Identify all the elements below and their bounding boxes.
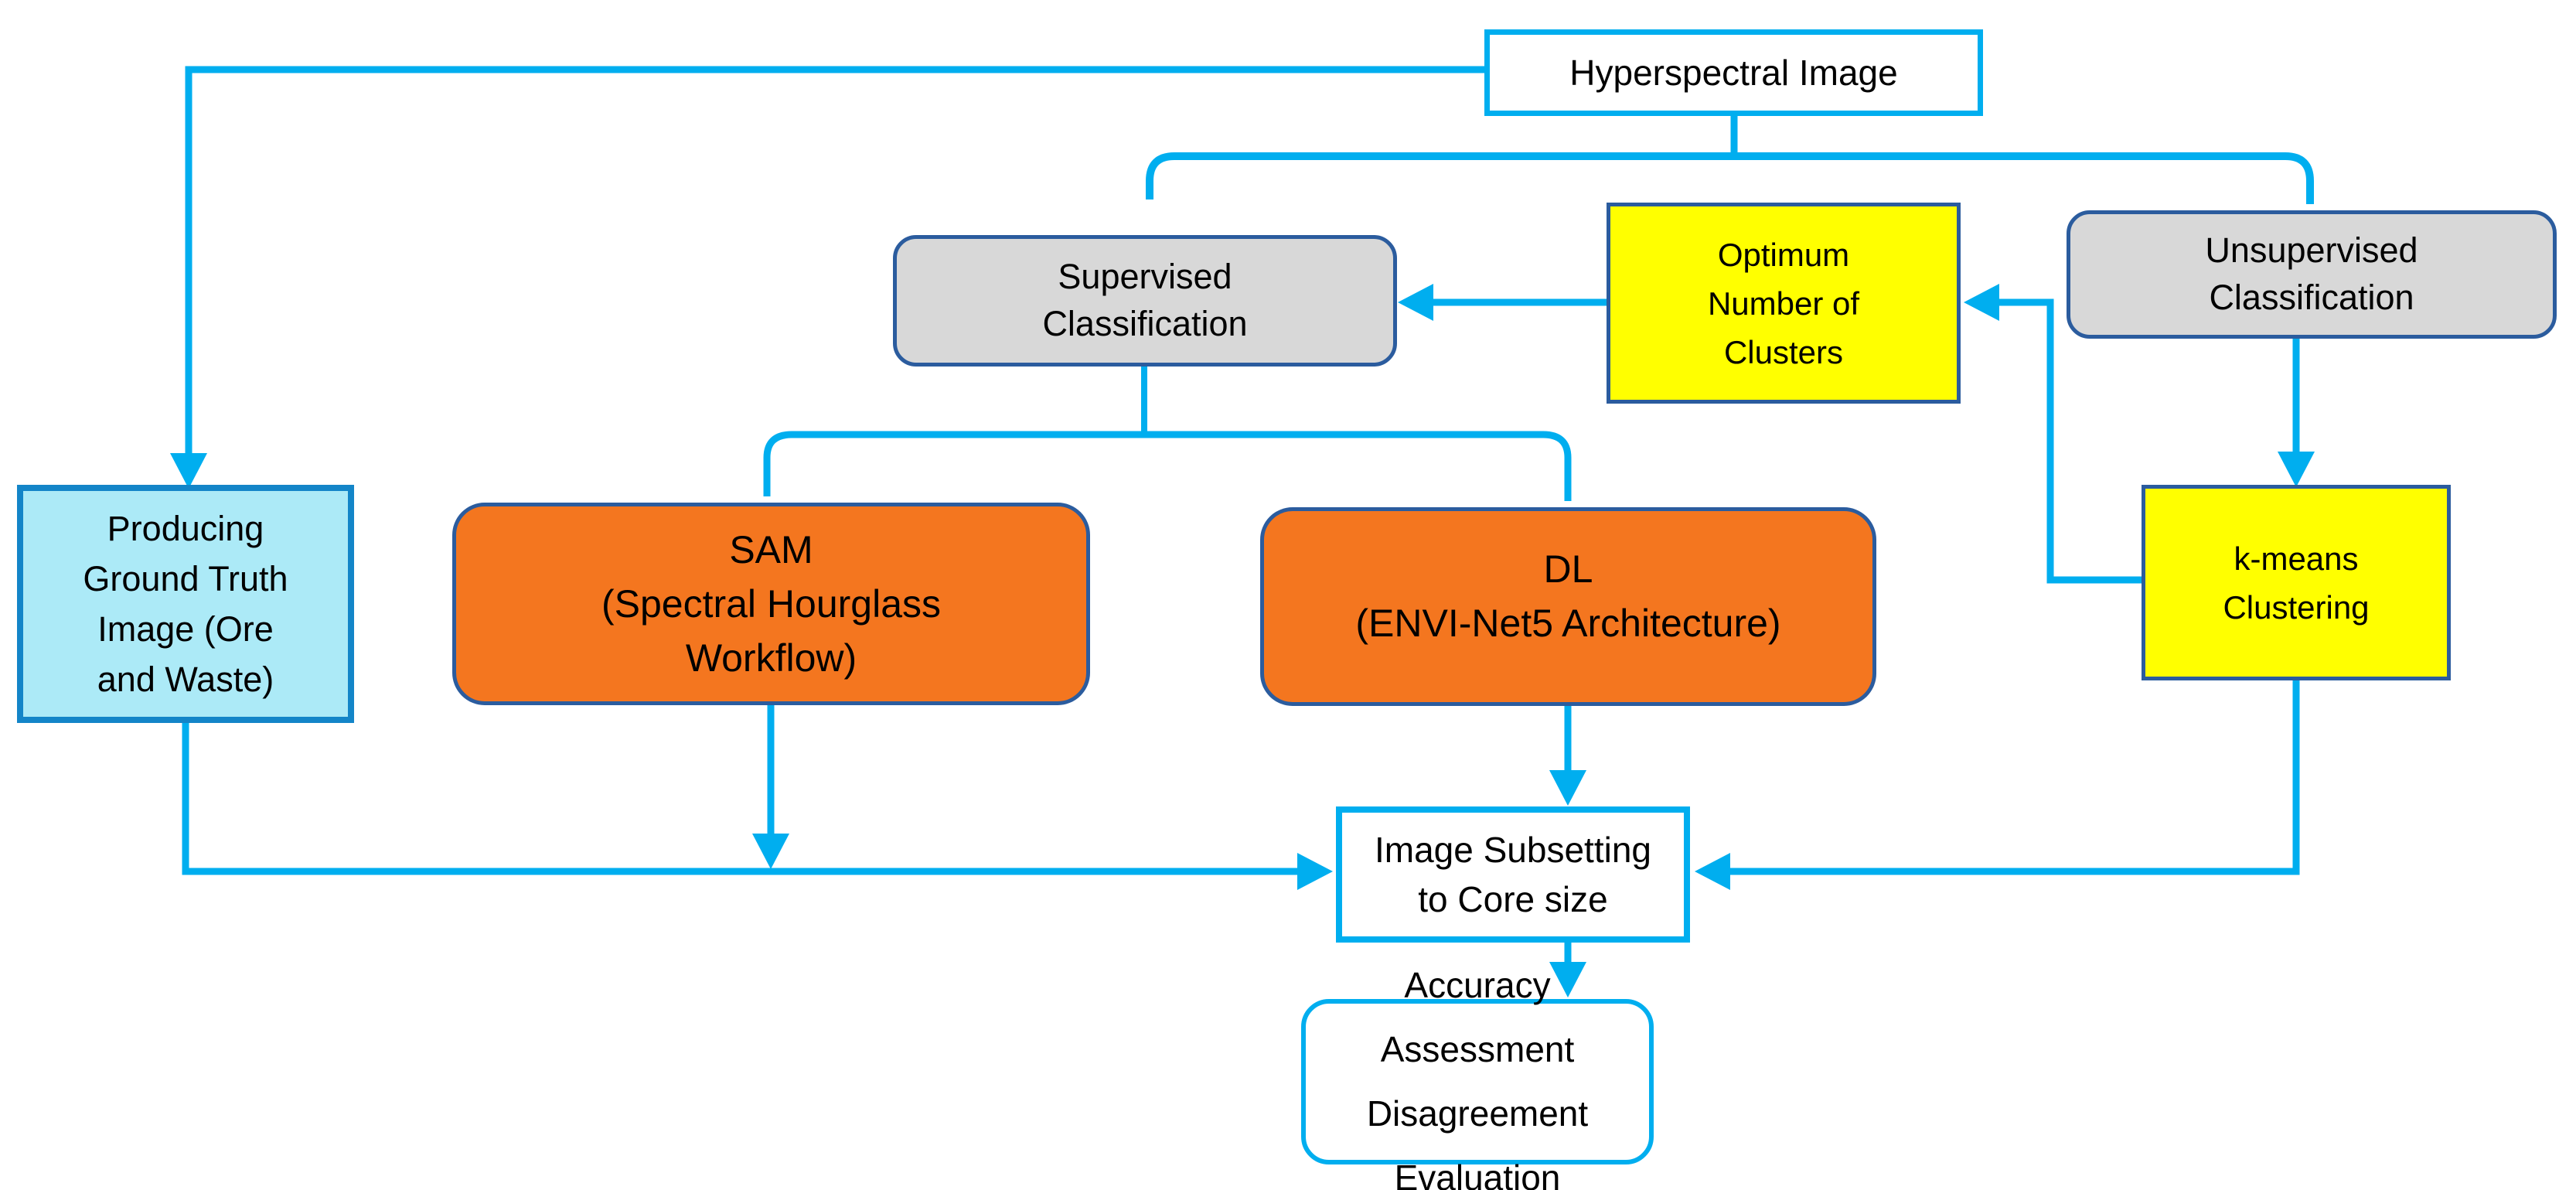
node-supervised-classification: Supervised Classification [893, 235, 1397, 367]
arrowhead-subsetting-top [1549, 770, 1586, 806]
arrowhead-subsetting-right [1695, 853, 1730, 890]
arrowhead-sam-line [752, 834, 789, 869]
node-image-subsetting: Image Subsetting to Core size [1336, 806, 1690, 943]
arrowhead-ground-truth [170, 453, 207, 489]
edge-hyperspectral-fork [1146, 152, 2314, 204]
edge-kmeans-to-subsetting [1712, 680, 2300, 875]
edge-ground-truth-to-subsetting [182, 723, 1314, 875]
arrowhead-supervised [1398, 284, 1433, 321]
arrowhead-kmeans [2278, 452, 2315, 487]
node-dl-envi-net5: DL (ENVI-Net5 Architecture) [1260, 507, 1876, 706]
node-kmeans-clustering: k-means Clustering [2142, 485, 2451, 680]
node-optimum-number-of-clusters: Optimum Number of Clusters [1607, 203, 1961, 404]
arrowhead-accuracy [1549, 962, 1586, 997]
edge-hyperspectral-to-ground-truth [185, 66, 1484, 456]
arrowhead-subsetting-left [1297, 853, 1333, 890]
node-producing-ground-truth-image: Producing Ground Truth Image (Ore and Wa… [17, 485, 354, 723]
edge-kmeans-to-optimum [1981, 298, 2142, 584]
node-accuracy-assessment: Accuracy Assessment Disagreement Evaluat… [1301, 965, 1654, 1190]
arrowhead-optimum [1964, 284, 1999, 321]
node-hyperspectral-image: Hyperspectral Image [1484, 29, 1983, 116]
node-unsupervised-classification: Unsupervised Classification [2067, 210, 2557, 339]
edge-supervised-fork [763, 431, 1572, 501]
node-sam-spectral-hourglass: SAM (Spectral Hourglass Workflow) [452, 503, 1090, 705]
